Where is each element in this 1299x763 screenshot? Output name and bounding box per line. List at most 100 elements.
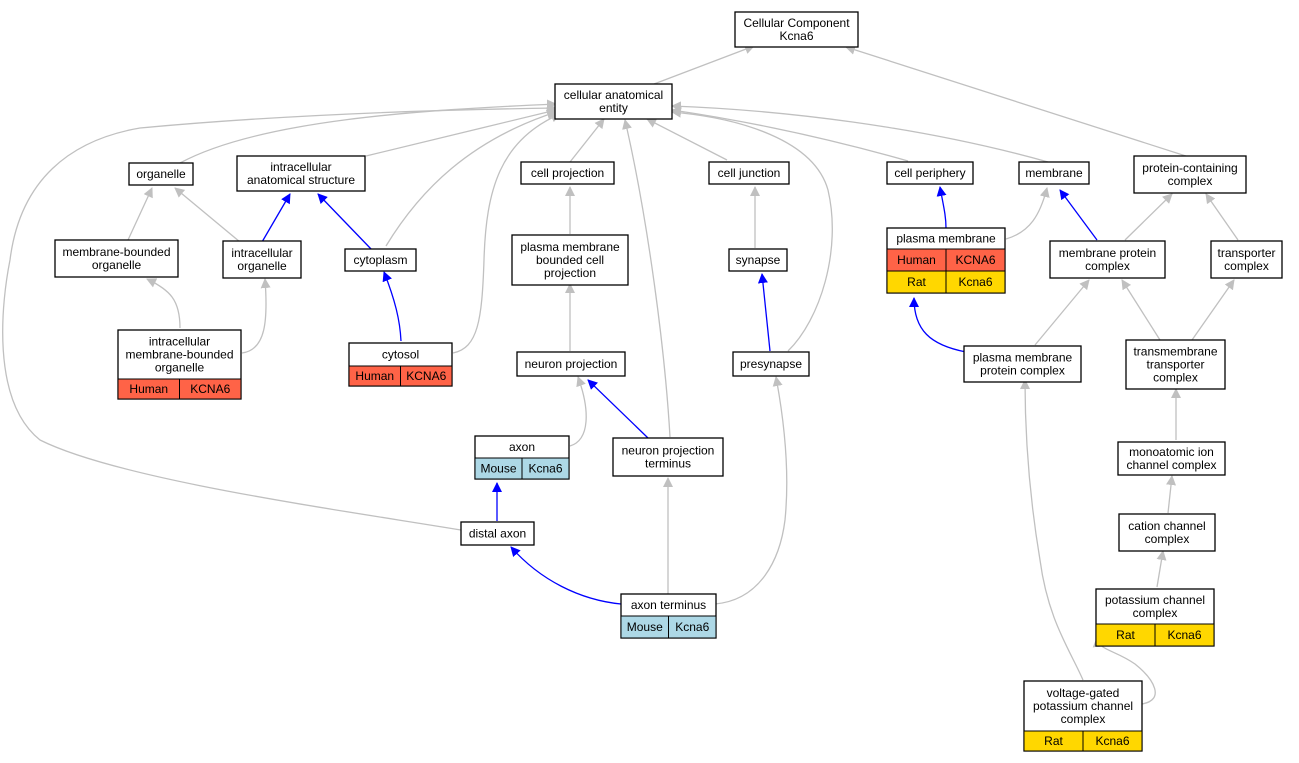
edge-mpc-membrane[interactable] <box>1059 189 1098 241</box>
node-mbo-label-line: membrane-bounded <box>62 245 170 259</box>
node-imbo-label-line: intracellular <box>149 335 210 349</box>
edge-pm-cellper[interactable] <box>936 186 947 229</box>
node-distax[interactable]: distal axon <box>460 521 535 546</box>
edge-cytosol-cytoplasm[interactable] <box>382 271 402 342</box>
edge-pmpc-pm[interactable] <box>909 297 967 353</box>
node-tc-label-line: transporter <box>1217 246 1275 260</box>
node-imbo-label-line: organelle <box>155 361 205 375</box>
node-cellper-box <box>886 161 974 185</box>
node-celljunc-box <box>708 161 790 185</box>
node-cytoplasm[interactable]: cytoplasm <box>344 248 417 272</box>
node-npt-label-line: terminus <box>645 457 691 471</box>
edge-imbo-mbo <box>146 278 181 329</box>
node-maic-box <box>1117 441 1226 476</box>
node-pmpc-box <box>963 345 1082 383</box>
edge-io-ias[interactable] <box>261 193 291 243</box>
node-imbo-label-line: membrane-bounded <box>125 348 233 362</box>
node-pm-label-line: plasma membrane <box>896 232 996 246</box>
node-ccc-label-line: complex <box>1145 532 1190 546</box>
node-mpc-label-line: complex <box>1085 259 1130 273</box>
edge-cellper-cae <box>671 106 909 162</box>
node-cellper[interactable]: cell periphery <box>886 161 974 185</box>
edge-cytoplasm-ias[interactable] <box>317 193 373 251</box>
edge-distax-cae <box>2 103 557 531</box>
node-pmpc-label-line: plasma membrane <box>973 351 1073 365</box>
node-cellproj[interactable]: cell projection <box>520 161 615 185</box>
edge-vgkcc-pmpc <box>1020 379 1084 681</box>
node-celljunc[interactable]: cell junction <box>708 161 790 185</box>
node-distax-box <box>460 521 535 546</box>
node-ttc-box <box>1125 339 1226 390</box>
edge-membrane-cae <box>671 101 1049 163</box>
annotation-gene: Kcna6 <box>1095 734 1129 748</box>
node-io-box <box>222 240 302 279</box>
node-maic-label-line: channel complex <box>1126 458 1216 472</box>
node-membrane-label-line: membrane <box>1025 166 1083 180</box>
annotation-gene: KCNA6 <box>190 382 230 396</box>
node-mpc-box <box>1049 240 1166 279</box>
node-vgkcc-label-line: voltage-gated <box>1047 686 1120 700</box>
node-synapse[interactable]: synapse <box>728 248 788 272</box>
edge-ttc-tc <box>1191 279 1235 341</box>
node-kcc-label-line: complex <box>1133 606 1178 620</box>
annotation-species: Rat <box>1044 734 1063 748</box>
edge-celljunc-cae <box>646 118 728 161</box>
node-np[interactable]: neuron projection <box>516 351 626 377</box>
graph-edges <box>2 44 1239 705</box>
edge-mpc-pcc <box>1124 193 1173 241</box>
edge-pm-membrane <box>1005 187 1050 240</box>
edge-axterm-distax[interactable] <box>510 546 622 605</box>
edge-npt-np[interactable] <box>587 379 649 439</box>
node-tc-box <box>1210 240 1283 279</box>
node-presyn-label-line: presynapse <box>740 357 802 371</box>
node-distax-label-line: distal axon <box>469 527 526 541</box>
node-pmbcp-label-line: projection <box>544 266 596 280</box>
edge-imbo-io <box>241 278 271 354</box>
node-maic-label-line: monoatomic ion <box>1129 445 1214 459</box>
node-presyn[interactable]: presynapse <box>732 351 810 377</box>
node-mbo-box <box>54 239 179 278</box>
annotation-gene: KCNA6 <box>406 369 446 383</box>
node-organelle[interactable]: organelle <box>128 162 194 186</box>
node-membrane[interactable]: membrane <box>1018 161 1090 185</box>
node-pmbcp-label-line: bounded cell <box>536 253 604 267</box>
node-pmbcp-label-line: plasma membrane <box>520 240 620 254</box>
annotation-gene: Kcna6 <box>528 462 562 476</box>
node-ccc-label-line: cation channel <box>1128 519 1205 533</box>
node-vgkcc-label-line: complex <box>1061 712 1106 726</box>
node-np-label-line: neuron projection <box>525 357 618 371</box>
edge-presyn-synapse[interactable] <box>757 273 771 352</box>
node-cytosol-label-line: cytosol <box>382 348 419 362</box>
edge-axon-np <box>569 376 587 447</box>
node-membrane-box <box>1018 161 1090 185</box>
annotation-gene: Kcna6 <box>675 620 709 634</box>
node-organelle-box <box>128 162 194 186</box>
node-root-label-line: Kcna6 <box>779 29 813 43</box>
annotation-gene: Kcna6 <box>1167 628 1201 642</box>
node-imbo[interactable]: intracellularmembrane-boundedorganelleHu… <box>117 329 242 400</box>
edge-pcc-root <box>845 44 1190 158</box>
node-cytoplasm-box <box>344 248 417 272</box>
node-synapse-label-line: synapse <box>736 253 781 267</box>
